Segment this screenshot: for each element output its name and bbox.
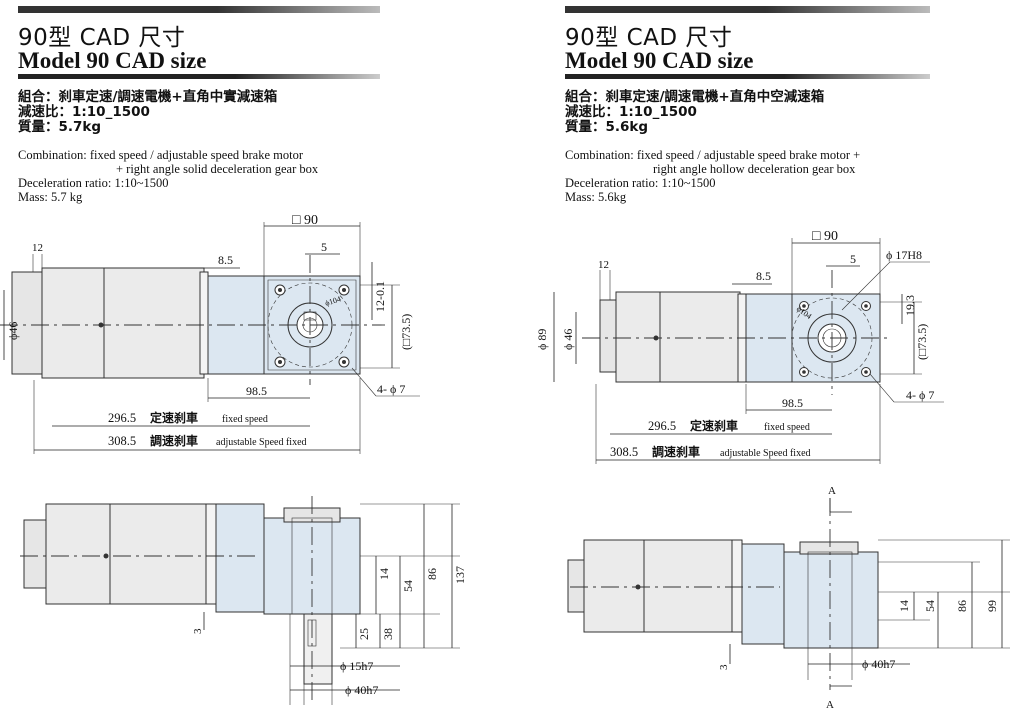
section-marker-a-top: A xyxy=(828,485,836,497)
dim-bolt-holes: 4- ϕ 7 xyxy=(377,382,405,396)
dim-14: 14 xyxy=(897,600,911,612)
bolt-holes xyxy=(274,284,350,368)
label-fixed-speed-en: fixed speed xyxy=(764,422,810,433)
spec-en: Combination: fixed speed / adjustable sp… xyxy=(18,148,318,204)
dim-25: 25 xyxy=(357,628,371,640)
dim-296-5: 296.5 xyxy=(108,411,136,425)
dim-14: 14 xyxy=(377,568,391,580)
dim-sq73-5: (□73.5) xyxy=(399,314,413,350)
bolt-holes xyxy=(799,301,871,377)
dim-3: 3 xyxy=(718,664,730,670)
flange xyxy=(199,271,209,375)
spec-en-combination-1: Combination: fixed speed / adjustable sp… xyxy=(565,148,861,162)
dim-8-5: 8.5 xyxy=(756,269,771,283)
dim-308-5: 308.5 xyxy=(108,434,136,448)
dim-99: 99 xyxy=(985,600,999,612)
dim-12-0-1: 12-0.1 xyxy=(373,281,387,312)
dim-shaft-40h7: ϕ 40h7 xyxy=(862,657,895,671)
top-view: □ 90 5 8.5 12 12-0.1 (□73.5) ϕ104 ϕ46 4-… xyxy=(0,213,420,454)
title-cn: 90型 CAD 尺寸 xyxy=(18,25,186,51)
dim-86: 86 xyxy=(425,568,439,580)
top-view: □ 90 5 8.5 12 ϕ 17H8 19.3 (□73.5) ϕ104 ϕ… xyxy=(535,229,944,464)
dim-5: 5 xyxy=(321,240,327,254)
gearbox-side xyxy=(783,551,879,649)
spec-cn-combination: 組合：刹車定速/調速電機+直角中實減速箱 xyxy=(18,89,278,105)
dim-296-5: 296.5 xyxy=(648,419,676,433)
dim-bolt-holes: 4- ϕ 7 xyxy=(906,388,934,402)
title-underline xyxy=(18,74,380,79)
spec-en-combination-1: Combination: fixed speed / adjustable sp… xyxy=(18,148,303,162)
dim-12: 12 xyxy=(598,259,609,271)
dim-square: □ 90 xyxy=(812,229,838,244)
spec-cn-mass: 質量：5.6kg xyxy=(565,119,649,135)
dim-shaft-40h7: ϕ 40h7 xyxy=(345,683,378,697)
spec-cn-combination: 組合：刹車定速/調速電機+直角中空減速箱 xyxy=(565,89,825,105)
spec-en-ratio: Deceleration ratio: 1:10~1500 xyxy=(565,176,716,190)
dim-phi89: ϕ 89 xyxy=(535,329,549,350)
label-adjustable-speed-cn: 調速刹車 xyxy=(150,433,198,448)
label-fixed-speed-en: fixed speed xyxy=(222,414,268,425)
spec-cn-ratio: 減速比：1:10_1500 xyxy=(565,104,697,120)
label-fixed-speed-cn: 定速刹車 xyxy=(690,418,738,433)
dim-shaft-15h7: ϕ 15h7 xyxy=(340,659,373,673)
title-en: Model 90 CAD size xyxy=(18,48,207,73)
side-view: A A 14 54 86 99 3 ϕ 40h7 xyxy=(567,485,1010,711)
spec-en-ratio: Deceleration ratio: 1:10~1500 xyxy=(18,176,169,190)
dim-8-5: 8.5 xyxy=(218,253,233,267)
title-cn: 90型 CAD 尺寸 xyxy=(565,25,733,51)
dim-54: 54 xyxy=(923,600,937,612)
spec-en-mass: Mass: 5.6kg xyxy=(565,190,627,204)
dim-sq73-5: (□73.5) xyxy=(915,324,929,360)
dim-54: 54 xyxy=(401,580,415,592)
dim-98-5: 98.5 xyxy=(246,384,267,398)
spec-en-combination-2: right angle hollow deceleration gear box xyxy=(653,162,856,176)
cad-drawing-solid: □ 90 5 8.5 12 12-0.1 (□73.5) ϕ104 ϕ46 4-… xyxy=(0,213,467,705)
dim-3: 3 xyxy=(192,628,204,634)
section-marker-a-bottom: A xyxy=(826,699,834,711)
panel-solid-gearbox: 90型 CAD 尺寸 Model 90 CAD size 組合：刹車定速/調速電… xyxy=(0,6,467,705)
label-adjustable-speed-cn: 調速刹車 xyxy=(652,444,700,459)
dim-19-3: 19.3 xyxy=(903,295,917,316)
side-view: 14 54 86 137 25 38 3 ϕ 15h7 ϕ 40h7 xyxy=(20,496,467,705)
cad-drawing-hollow: □ 90 5 8.5 12 ϕ 17H8 19.3 (□73.5) ϕ104 ϕ… xyxy=(535,229,1010,711)
dim-phi46: ϕ46 xyxy=(6,322,20,340)
spec-en-combination-2: + right angle solid deceleration gear bo… xyxy=(116,162,319,176)
label-adjustable-speed-en: adjustable Speed fixed xyxy=(720,448,811,459)
dim-38: 38 xyxy=(381,628,395,640)
motor-brake-section xyxy=(41,267,105,379)
spec-cn-ratio: 減速比：1:10_1500 xyxy=(18,104,150,120)
motor-body xyxy=(103,267,205,379)
dim-phi46: ϕ 46 xyxy=(561,329,575,350)
dim-phi17h8: ϕ 17H8 xyxy=(886,248,922,262)
dim-square: □ 90 xyxy=(292,213,318,228)
label-adjustable-speed-en: adjustable Speed fixed xyxy=(216,437,307,448)
spec-cn-mass: 質量：5.7kg xyxy=(18,119,102,135)
dim-308-5: 308.5 xyxy=(610,445,638,459)
dim-12: 12 xyxy=(32,242,43,254)
spec-cn: 組合：刹車定速/調速電機+直角中空減速箱 減速比：1:10_1500 質量：5.… xyxy=(565,90,824,135)
dim-5: 5 xyxy=(850,252,856,266)
dim-86: 86 xyxy=(955,600,969,612)
label-fixed-speed-cn: 定速刹車 xyxy=(150,410,198,425)
header-bar xyxy=(18,6,380,13)
title-underline xyxy=(565,74,930,79)
spec-en-mass: Mass: 5.7 kg xyxy=(18,190,83,204)
header-bar xyxy=(565,6,930,13)
dim-98-5: 98.5 xyxy=(782,396,803,410)
spec-en: Combination: fixed speed / adjustable sp… xyxy=(565,148,860,204)
dim-137: 137 xyxy=(453,566,467,584)
spec-cn: 組合：刹車定速/調速電機+直角中實減速箱 減速比：1:10_1500 質量：5.… xyxy=(18,90,277,135)
title-en: Model 90 CAD size xyxy=(565,48,754,73)
panel-hollow-gearbox: 90型 CAD 尺寸 Model 90 CAD size 組合：刹車定速/調速電… xyxy=(510,0,1020,715)
